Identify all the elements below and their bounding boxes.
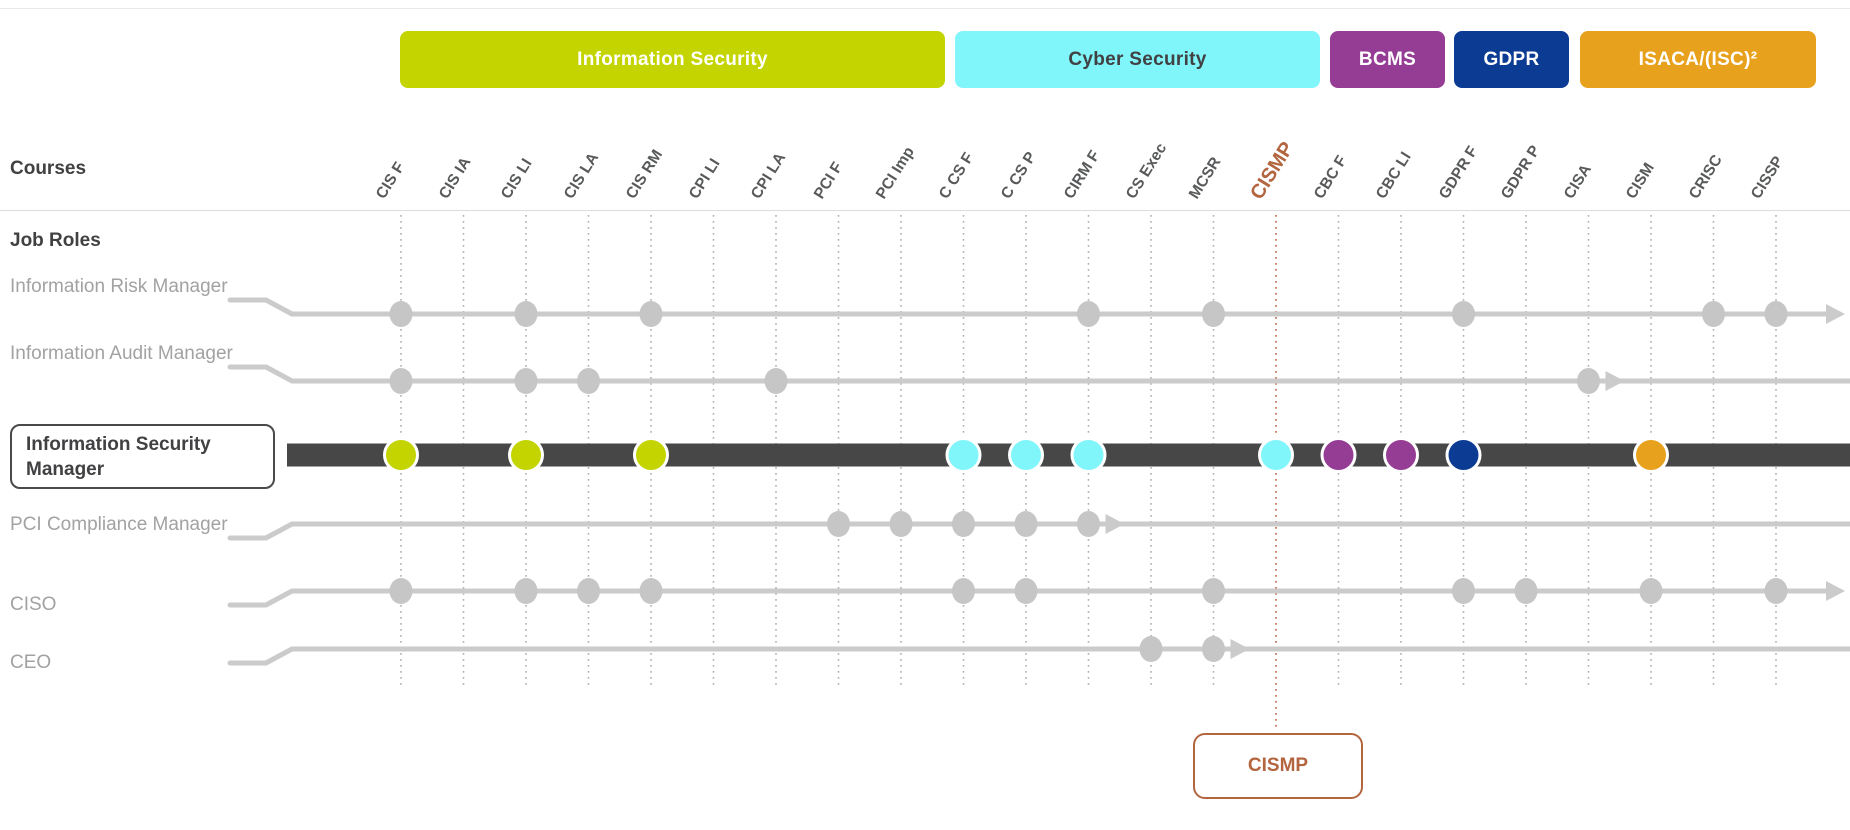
course-dot-cis-f	[389, 301, 413, 327]
course-dot-cis-li	[514, 301, 538, 327]
course-dot-gdpr-p	[1514, 578, 1538, 604]
arrow-right-icon	[1826, 304, 1845, 324]
course-dot-pci-imp	[889, 511, 913, 537]
course-dot-gdpr-f	[1452, 301, 1475, 327]
category-bar-infosec: Information Security	[400, 31, 945, 88]
cismp-callout-box: CISMP	[1193, 733, 1363, 799]
role-line	[227, 364, 1850, 384]
course-dot-cirm-f	[1077, 511, 1100, 537]
course-dot-cism	[1633, 437, 1669, 473]
course-dot-crisc	[1702, 301, 1725, 327]
course-dot-cis-rm	[639, 301, 663, 327]
role-line	[227, 588, 1829, 608]
course-dot-cissp	[1764, 301, 1788, 327]
course-dot-c-cs-p	[1014, 511, 1038, 537]
category-bar-bcms: BCMS	[1330, 31, 1445, 88]
role-label-information-audit-manager: Information Audit Manager	[10, 343, 233, 364]
course-dot-cis-la	[577, 578, 600, 604]
course-dot-cis-f	[389, 368, 413, 394]
course-dot-cis-la	[577, 368, 600, 394]
course-dot-cbc-f	[1320, 437, 1357, 473]
role-line	[227, 521, 1850, 541]
course-dot-mcsr	[1202, 578, 1225, 604]
course-dot-mcsr	[1202, 636, 1225, 662]
course-dot-cisa	[1577, 368, 1600, 394]
category-bar-cyber: Cyber Security	[955, 31, 1320, 88]
course-dot-pci-f	[827, 511, 850, 537]
course-dot-cism	[1639, 578, 1663, 604]
role-label-information-risk-manager: Information Risk Manager	[10, 276, 228, 297]
arrow-right-icon	[1230, 639, 1250, 659]
role-label-ceo: CEO	[10, 652, 52, 673]
course-dot-cirm-f	[1077, 301, 1100, 327]
arrow-right-icon	[1605, 371, 1625, 391]
arrow-right-icon	[1826, 581, 1845, 601]
top-divider	[0, 8, 1850, 9]
course-dot-cirm-f	[1070, 437, 1107, 473]
role-label-ciso: CISO	[10, 594, 57, 615]
course-dot-cis-li	[514, 368, 538, 394]
course-dot-gdpr-f	[1452, 578, 1475, 604]
course-dot-cis-li	[508, 437, 544, 473]
course-dot-cissp	[1764, 578, 1788, 604]
course-dot-c-cs-p	[1008, 437, 1044, 473]
course-dot-c-cs-f	[952, 578, 975, 604]
course-dot-c-cs-f	[952, 511, 975, 537]
course-dot-c-cs-p	[1014, 578, 1038, 604]
role-line	[227, 646, 1850, 666]
category-bar-isaca: ISACA/(ISC)²	[1580, 31, 1816, 88]
category-bar-gdpr: GDPR	[1454, 31, 1569, 88]
highlighted-role-box: Information Security Manager	[10, 424, 275, 489]
role-line	[227, 297, 1829, 317]
courses-divider	[0, 210, 1850, 211]
course-dot-gdpr-f	[1445, 437, 1482, 473]
course-dot-cis-rm	[633, 437, 669, 473]
role-label-pci-compliance-manager: PCI Compliance Manager	[10, 514, 228, 535]
course-dot-cpi-la	[764, 368, 788, 394]
courses-heading: Courses	[10, 158, 87, 179]
course-dot-cismp	[1258, 437, 1294, 473]
course-dot-cis-rm	[639, 578, 663, 604]
job-roles-heading: Job Roles	[10, 230, 101, 251]
course-dot-cis-f	[383, 437, 419, 473]
arrow-right-icon	[1105, 514, 1125, 534]
course-dot-mcsr	[1202, 301, 1225, 327]
course-dot-cis-f	[389, 578, 413, 604]
course-dot-cs-exec	[1139, 636, 1163, 662]
course-dot-cis-li	[514, 578, 538, 604]
course-dot-c-cs-f	[945, 437, 982, 473]
course-dot-cbc-li	[1383, 437, 1419, 473]
